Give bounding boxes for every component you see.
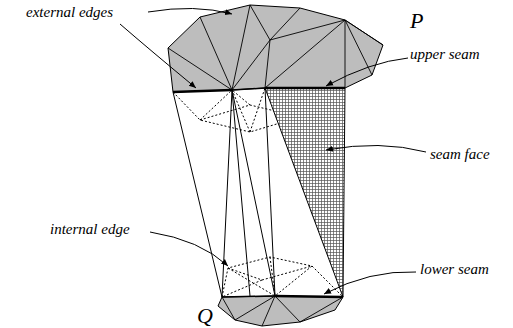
polyhedron-name: Q <box>197 305 213 327</box>
callout-label: upper seam <box>410 47 480 62</box>
bottom-cap <box>218 296 343 326</box>
internal-edges <box>173 88 345 297</box>
callout-label: seam face <box>430 147 490 162</box>
callout-label: lower seam <box>420 262 489 277</box>
leader-lines <box>120 8 426 294</box>
polyhedron-name: P <box>410 10 423 32</box>
seam-face <box>265 88 345 297</box>
side-edges <box>173 88 275 297</box>
callout-label: external edges <box>26 5 113 20</box>
callout-label: internal edge <box>50 222 130 237</box>
top-cap <box>168 5 383 92</box>
